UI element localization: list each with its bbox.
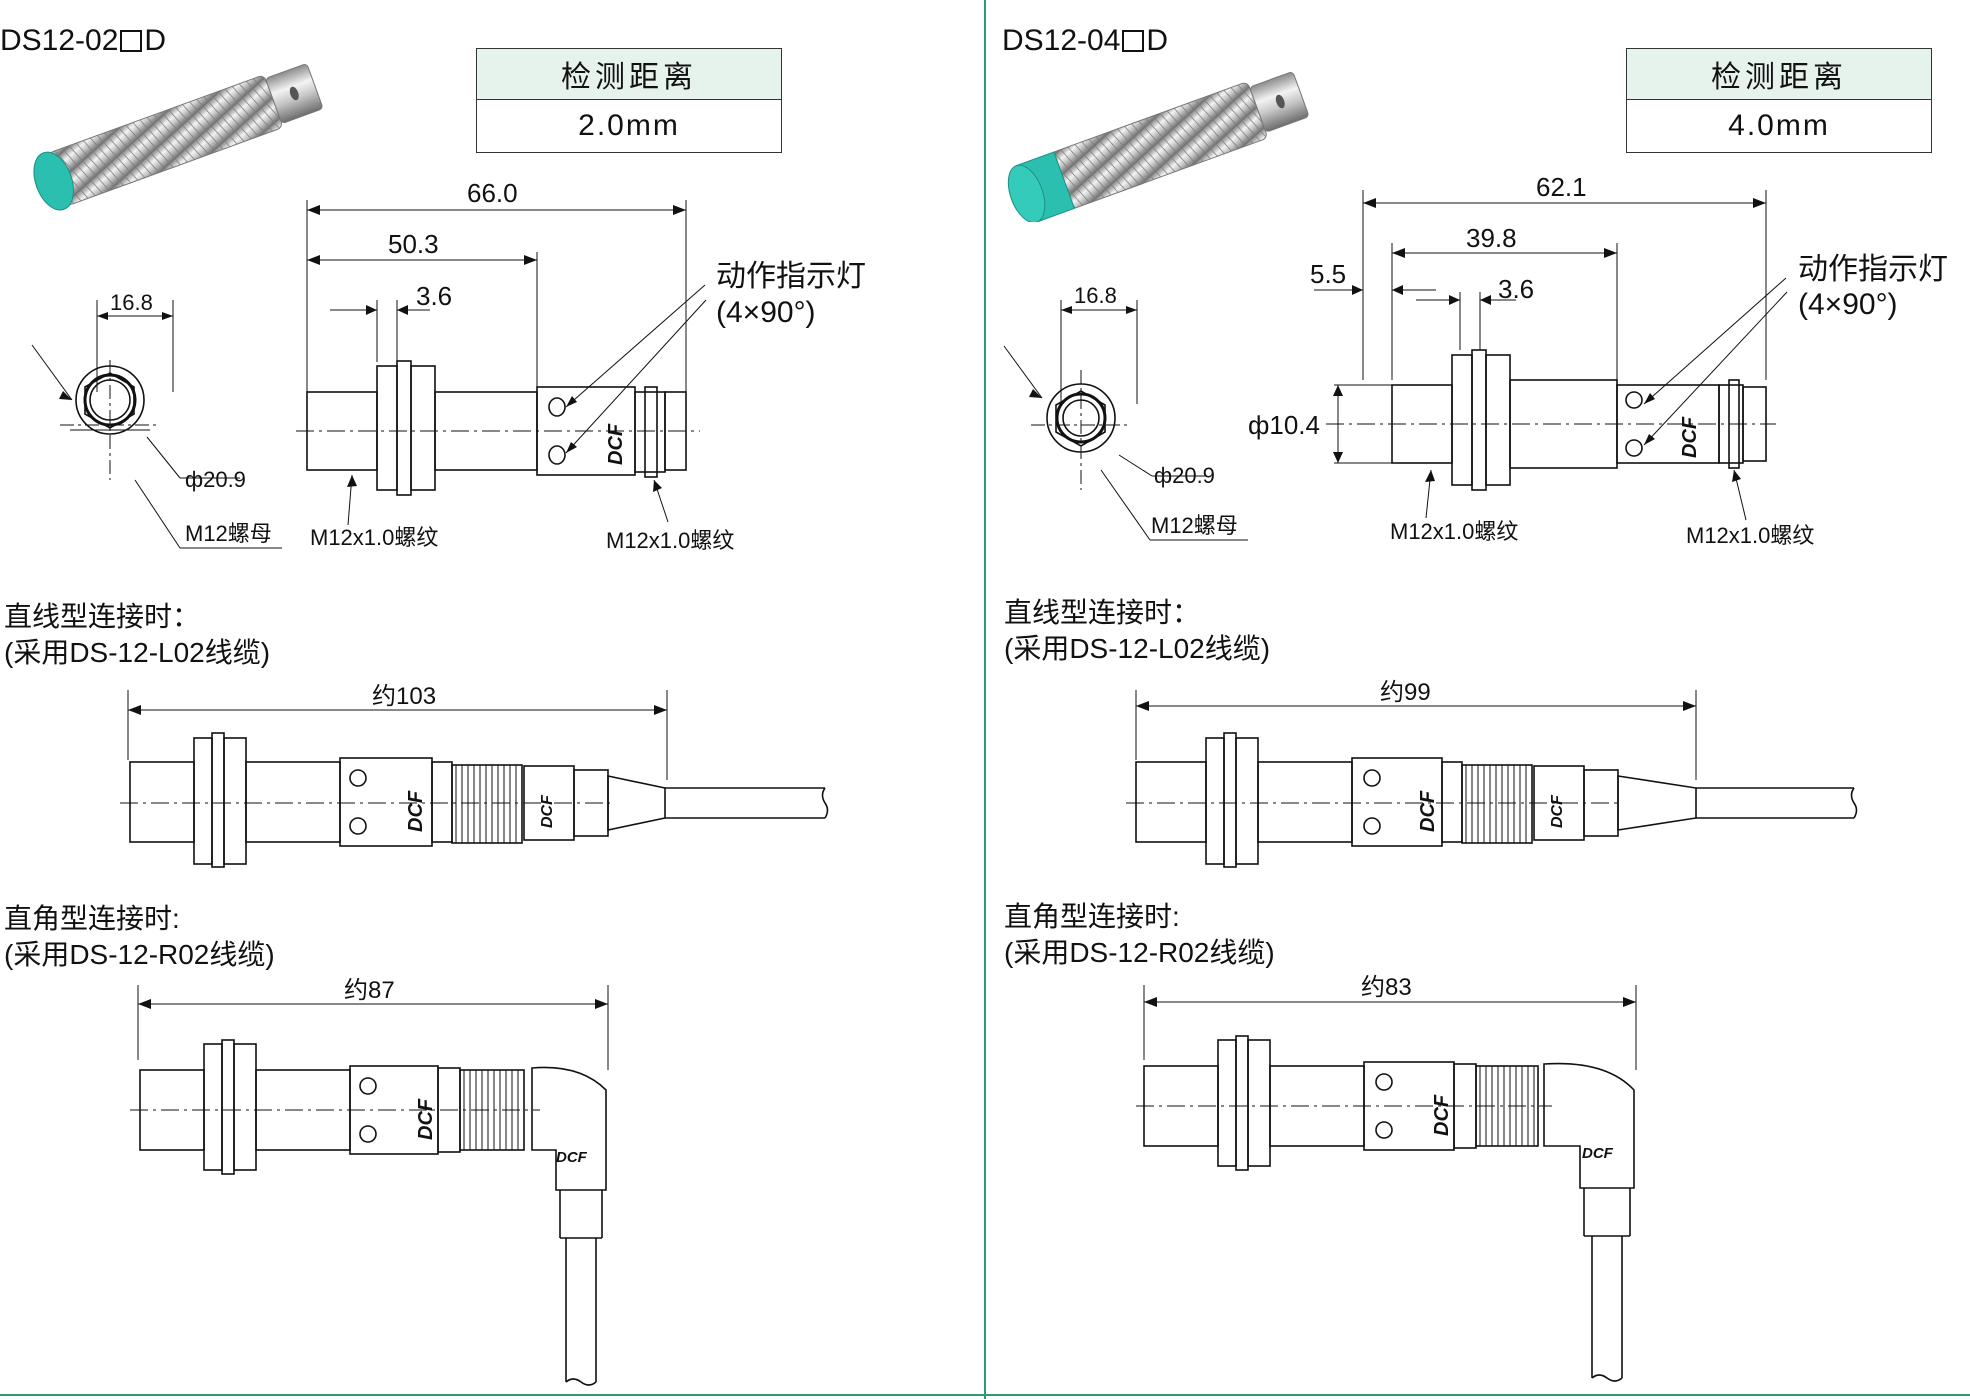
nut-label: M12螺母 (1151, 513, 1238, 538)
angled-title: 直角型连接时: (1004, 901, 1180, 932)
sensor-photo (33, 64, 323, 211)
dim-total-length: 66.0 (467, 178, 518, 208)
brand-mark: DCF (415, 1098, 437, 1140)
sensing-distance-table: 检测距离 4.0mm (1626, 48, 1932, 153)
sensing-distance-table: 检测距离 2.0mm (476, 48, 782, 153)
angled-cable: (采用DS-12-R02线缆) (1004, 937, 1275, 968)
brand-mark: DCF (539, 794, 556, 828)
model-placeholder-box (120, 30, 143, 52)
technical-drawing: DCF 16.8 ф20.9 M12螺母 62.1 39.8 5.5 3.6 ф… (1003, 172, 1948, 1382)
dim-nut-diameter: ф20.9 (1154, 463, 1215, 488)
dim-nut-thickness: 3.6 (1498, 274, 1534, 304)
nut-label: M12螺母 (185, 521, 272, 546)
brand-mark: DCF (1417, 790, 1439, 832)
thread-label-body: M12x1.0螺纹 (310, 525, 438, 550)
dim-thread-length: 50.3 (388, 229, 439, 259)
dim-angled-length: 约87 (344, 977, 395, 1004)
bottom-rule (0, 1394, 1970, 1396)
sensor-side-view (1326, 349, 1776, 491)
model-placeholder-box (1122, 30, 1145, 52)
straight-title: 直线型连接时： (4, 601, 201, 632)
brand-mark: DCF (1582, 1145, 1614, 1162)
indicator-angle-label: (4×90°) (1798, 288, 1898, 321)
dim-total-length: 62.1 (1536, 172, 1587, 202)
sensing-distance-header: 检测距离 (477, 49, 781, 100)
sensor-photo (1007, 72, 1309, 222)
sensing-distance-value: 4.0mm (1728, 109, 1830, 142)
straight-cable: (采用DS-12-L02线缆) (4, 637, 271, 668)
panel-ds12-04: DS12-04 D 检测距离 4.0mm (986, 0, 1970, 1399)
panel-ds12-02: DS12-02 D 检测距离 2.0mm (0, 0, 984, 1399)
straight-cable: (采用DS-12-L02线缆) (1004, 633, 1271, 664)
brand-mark: DCF (556, 1149, 588, 1166)
model-title: DS12-04 D (1002, 24, 1168, 58)
dim-angled-length: 约83 (1361, 974, 1412, 1001)
brand-mark: DCF (1679, 416, 1701, 458)
dim-nut-diameter: ф20.9 (185, 467, 246, 492)
straight-connection-drawing (120, 690, 829, 868)
straight-connection-drawing (1126, 690, 1858, 868)
angled-title: 直角型连接时: (4, 903, 180, 934)
angled-cable: (采用DS-12-R02线缆) (4, 939, 275, 970)
nut-end-view (60, 360, 160, 480)
model-prefix: DS12-02 (0, 24, 119, 57)
indicator-label: 动作指示灯 (716, 260, 866, 293)
thread-label-connector: M12x1.0螺纹 (606, 528, 734, 553)
model-title: DS12-02 D (0, 24, 166, 58)
dim-nut-width: 16.8 (110, 290, 153, 315)
dim-nut-thickness: 3.6 (416, 281, 452, 311)
thread-label-connector: M12x1.0螺纹 (1686, 523, 1814, 548)
technical-drawing: DCF 16.8 ф20.9 M12螺母 66.0 50.3 3.6 动作指示灯… (31, 178, 866, 1386)
dim-body-diameter: ф10.4 (1248, 410, 1320, 440)
indicator-label: 动作指示灯 (1798, 253, 1948, 286)
dim-thread-length: 39.8 (1466, 223, 1517, 253)
dim-front-length: 5.5 (1310, 259, 1346, 289)
sensing-distance-value: 2.0mm (578, 109, 680, 142)
panel-divider (984, 0, 986, 1399)
brand-mark: DCF (405, 790, 427, 832)
dim-straight-length: 约103 (372, 683, 436, 710)
angled-connection-drawing (130, 985, 609, 1386)
dim-nut-width: 16.8 (1074, 283, 1117, 308)
brand-mark: DCF (1549, 794, 1566, 828)
brand-mark: DCF (605, 423, 627, 465)
sensing-distance-header: 检测距离 (1627, 49, 1931, 100)
nut-end-view (1031, 370, 1131, 490)
model-suffix: D (1146, 24, 1169, 57)
thread-label-body: M12x1.0螺纹 (1390, 519, 1518, 544)
model-suffix: D (144, 24, 167, 57)
straight-title: 直线型连接时： (1004, 597, 1201, 628)
angled-connection-drawing (1136, 985, 1637, 1382)
indicator-angle-label: (4×90°) (716, 296, 816, 329)
dim-straight-length: 约99 (1380, 679, 1431, 706)
model-prefix: DS12-04 (1002, 24, 1121, 57)
brand-mark: DCF (1431, 1094, 1453, 1136)
sensor-side-view (296, 360, 700, 496)
